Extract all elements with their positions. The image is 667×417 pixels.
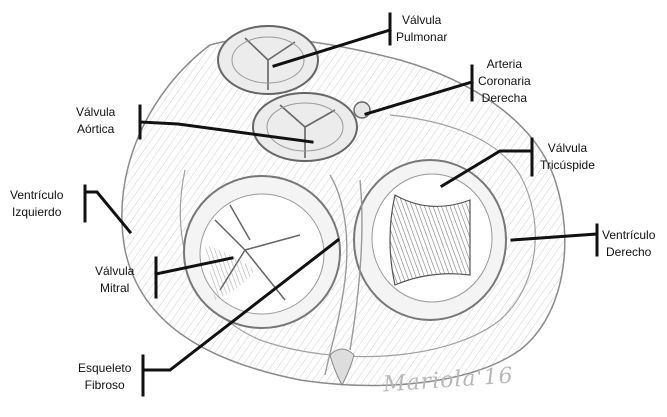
coronary-artery-shape bbox=[354, 102, 370, 118]
tricuspid-leaflets bbox=[390, 195, 470, 285]
